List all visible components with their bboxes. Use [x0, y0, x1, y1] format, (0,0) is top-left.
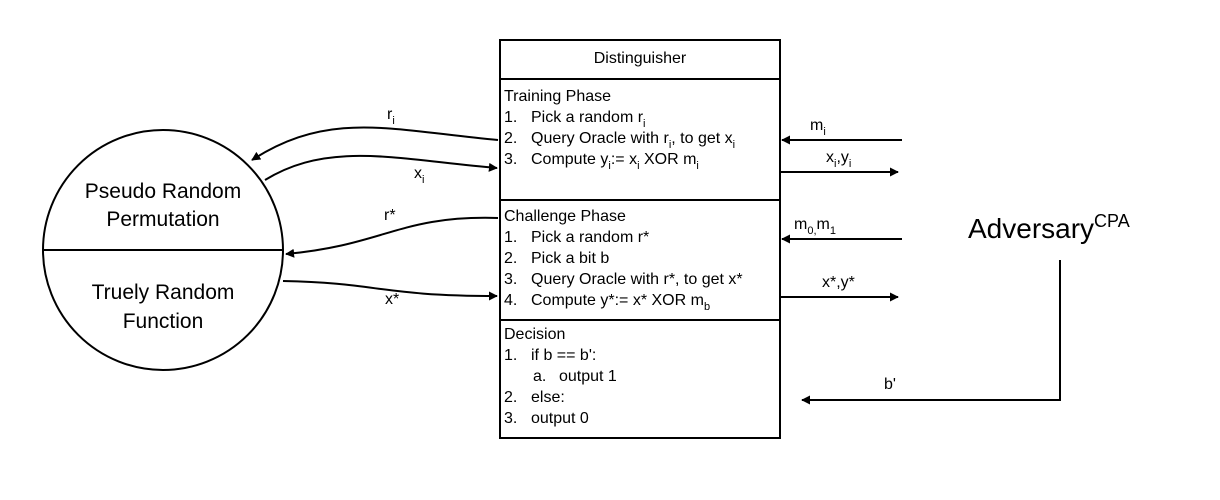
distinguisher-frame — [499, 39, 781, 439]
label-m-i: mi — [810, 117, 826, 138]
list-number: 3. — [504, 410, 517, 427]
oracle-top-line-1: Pseudo Random — [85, 180, 241, 203]
subscript: 0, — [807, 225, 816, 237]
label-b-prime: b' — [884, 376, 896, 393]
subscript: i — [834, 158, 836, 170]
list-item-text: Query Oracle with r*, to get x* — [531, 271, 743, 288]
distinguisher-title: Distinguisher — [594, 50, 687, 67]
distinguisher-box: Distinguisher Training Phase 1. Pick a ran… — [499, 39, 781, 439]
label-m0-m1: m0,m1 — [794, 216, 836, 237]
list-item-text: else: — [531, 389, 565, 406]
label-r-star: r* — [384, 207, 396, 224]
list-number: a. — [533, 368, 546, 385]
list-number: 1. — [504, 347, 517, 364]
list-item-text: Compute yi:= xi XOR mi — [531, 151, 699, 172]
oracle-circle: Pseudo Random Permutation Truely Random … — [42, 129, 284, 371]
label-x-star: x* — [385, 291, 399, 308]
subscript: i — [637, 160, 639, 172]
adversary-label: AdversaryCPA — [968, 211, 1130, 244]
list-number: 3. — [504, 151, 517, 168]
subscript: i — [669, 139, 671, 151]
label-x-i: xi — [414, 165, 424, 186]
subscript: 1 — [830, 225, 836, 237]
oracle-bottom-line-2: Function — [123, 310, 204, 333]
arrow-x-i — [264, 154, 498, 181]
list-number: 4. — [504, 292, 517, 309]
decision-section: Decision 1. if b == b': a. output 1 2. else: 3.… — [504, 326, 617, 427]
list-number: 2. — [504, 250, 517, 267]
adversary: AdversaryCPA — [968, 211, 1130, 244]
list-number: 1. — [504, 109, 517, 126]
label-xstar-ystar: x*,y* — [822, 274, 855, 291]
subscript: i — [643, 118, 645, 130]
list-number: 3. — [504, 271, 517, 288]
list-item-text: if b == b': — [531, 347, 596, 364]
list-item-text: Compute y*:= x* XOR mb — [531, 292, 710, 313]
list-item-text: Pick a random r* — [531, 229, 649, 246]
list-item-text: Query Oracle with ri, to get xi — [531, 130, 735, 151]
section-heading: Challenge Phase — [504, 208, 626, 225]
oracle-top-line-2: Permutation — [106, 208, 219, 231]
list-number: 1. — [504, 229, 517, 246]
section-heading: Decision — [504, 326, 565, 343]
arrow-r-i — [251, 126, 499, 161]
list-item-text: Pick a random ri — [531, 109, 646, 130]
section-heading: Training Phase — [504, 88, 611, 105]
challenge-phase-section: Challenge Phase 1. Pick a random r* 2. Pick … — [504, 208, 743, 313]
adversary-name: Adversary — [968, 213, 1094, 244]
subscript: i — [849, 158, 851, 170]
arrow-r-star — [285, 216, 499, 258]
subscript: i — [608, 160, 610, 172]
list-item-text: Pick a bit b — [531, 250, 609, 267]
list-number: 2. — [504, 389, 517, 406]
arrow-b-prime — [801, 260, 1061, 405]
subscript: b — [704, 301, 710, 313]
oracle-bottom-line-1: Truely Random — [92, 281, 235, 304]
list-item-text: output 1 — [559, 368, 617, 385]
arrow-x-star — [282, 280, 498, 301]
label-xi-yi: xi,yi — [826, 149, 851, 170]
list-item-text: output 0 — [531, 410, 589, 427]
list-number: 2. — [504, 130, 517, 147]
label-r-i: ri — [387, 106, 395, 127]
subscript: i — [696, 160, 698, 172]
adversary-superscript: CPA — [1094, 211, 1130, 231]
training-phase-section: Training Phase 1. Pick a random ri 2. Query … — [504, 88, 735, 172]
subscript: i — [733, 139, 735, 151]
